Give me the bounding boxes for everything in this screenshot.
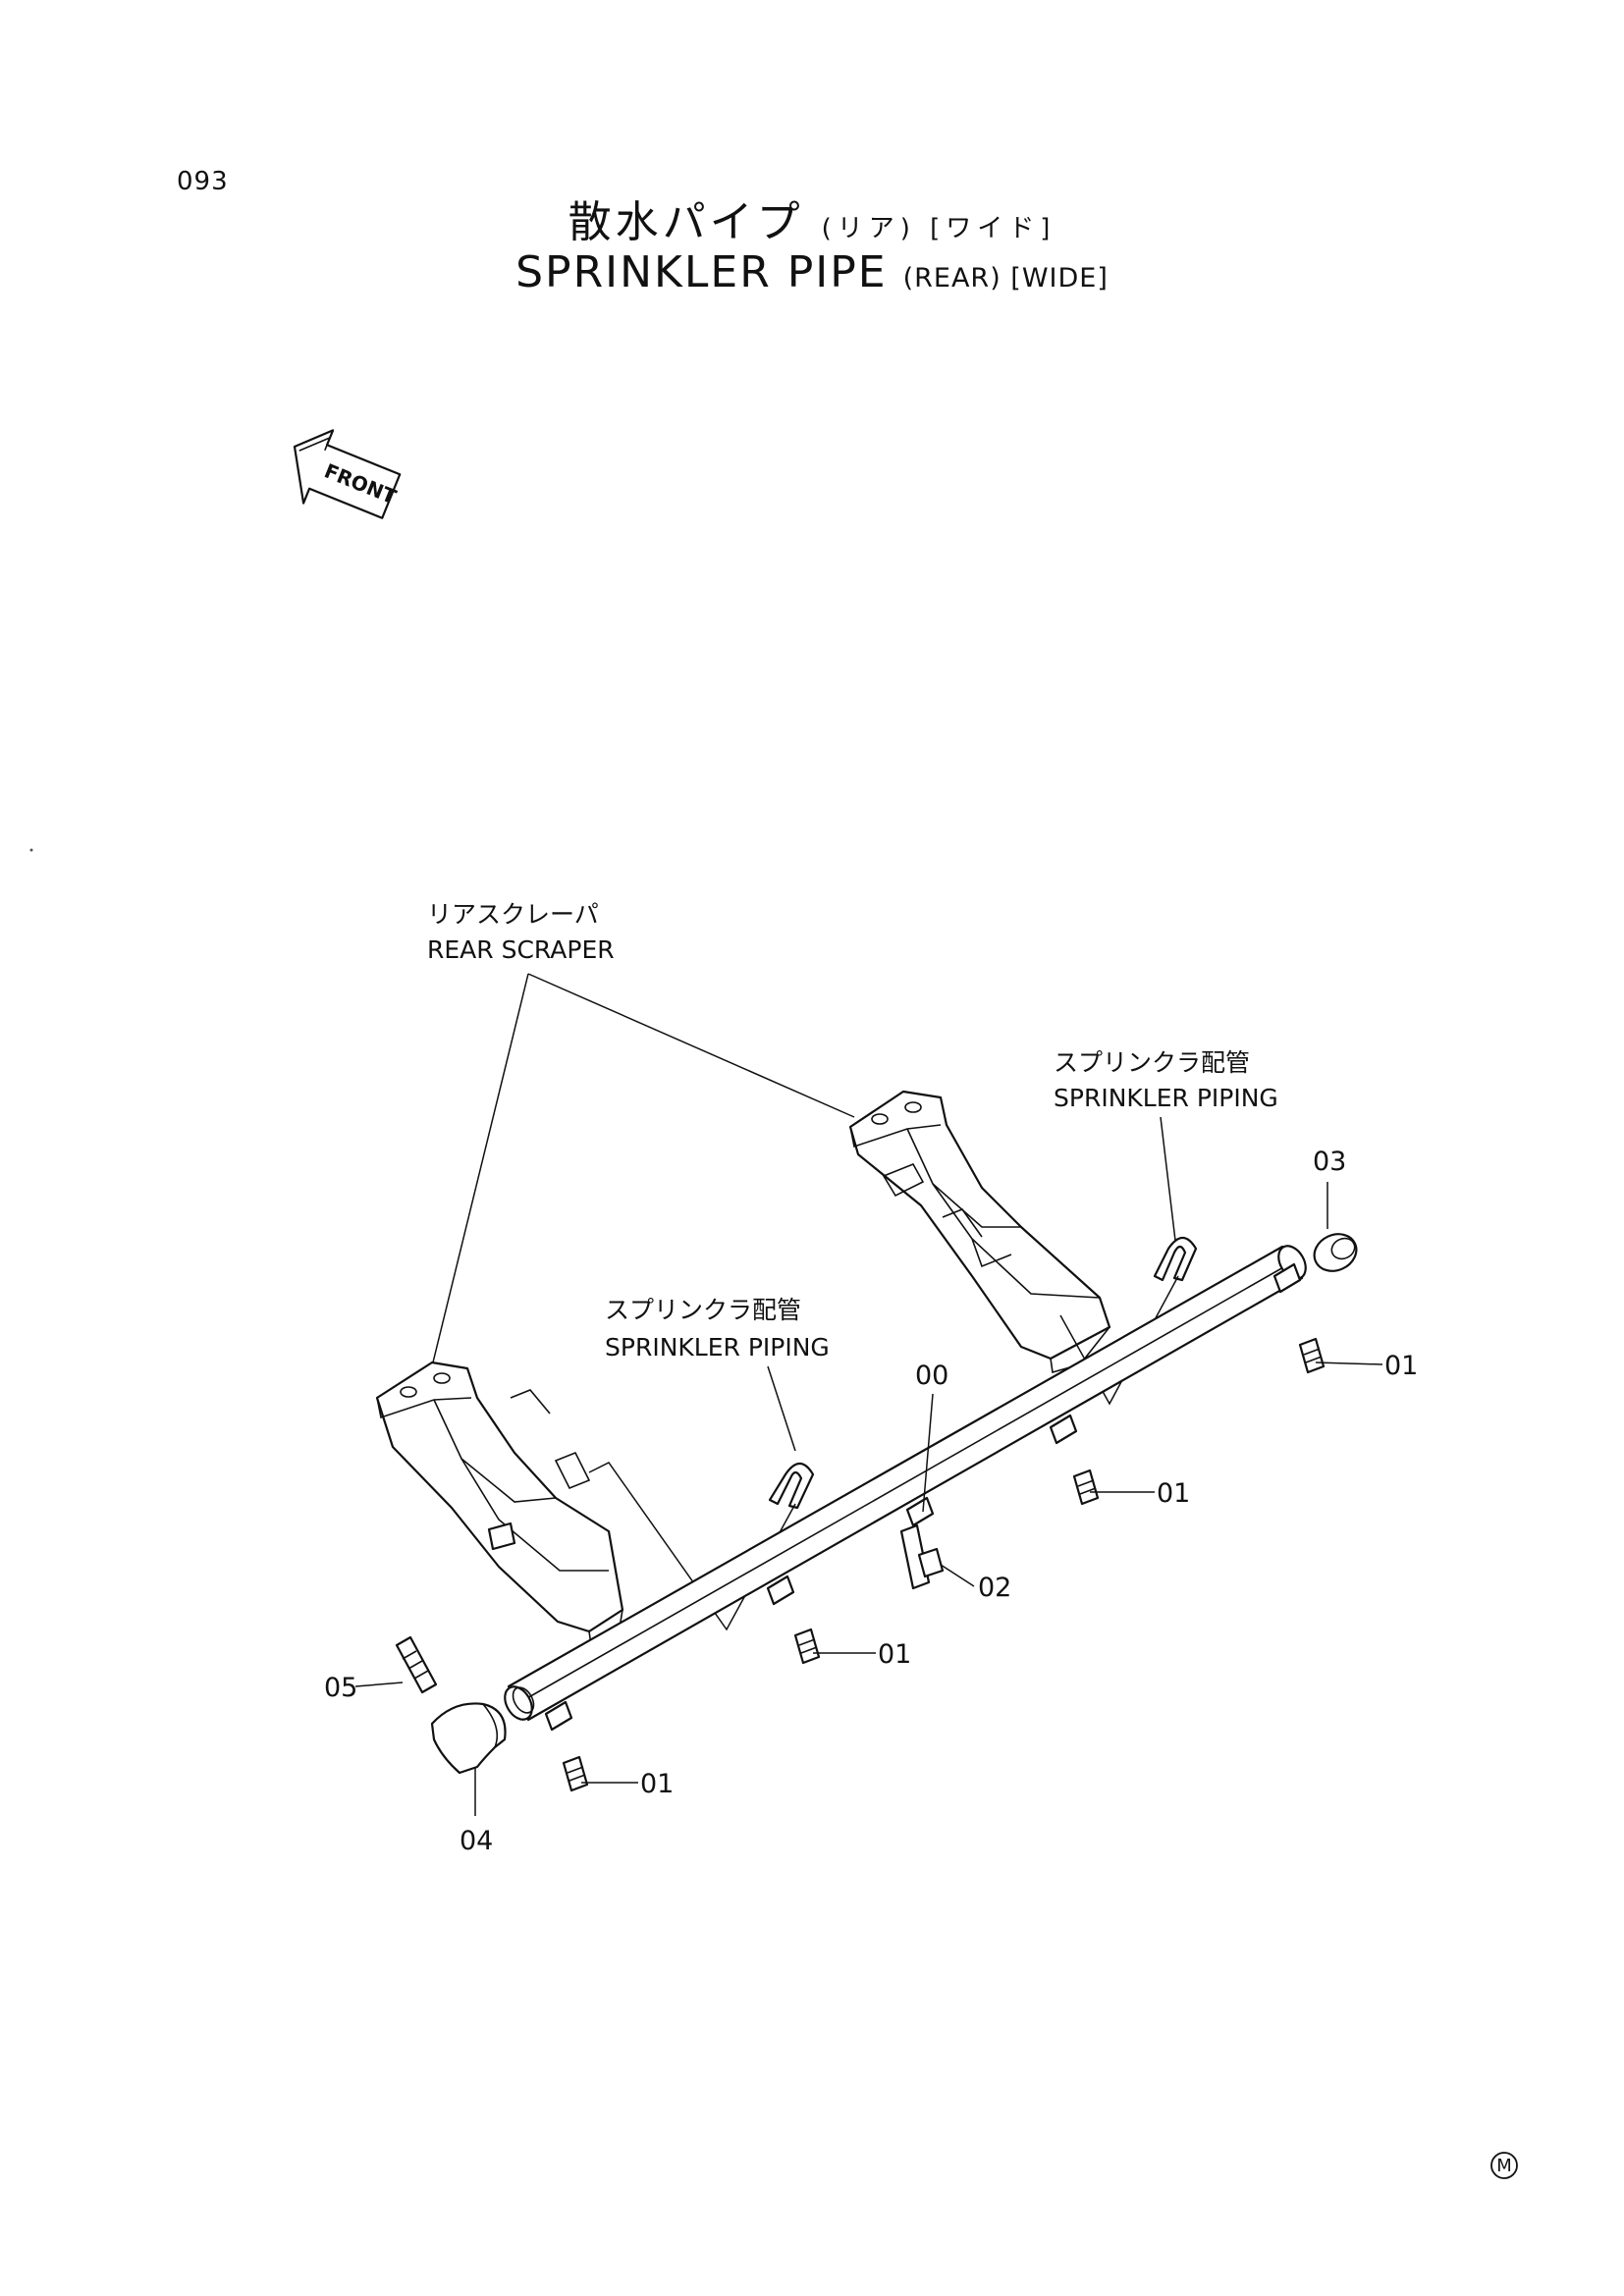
nipple-01-a [1298,1337,1326,1374]
front-arrow-icon: FRONT [293,429,402,519]
corner-mark-letter: M [1496,2156,1512,2176]
circled-m-mark: M [1490,2152,1518,2179]
ref-leader-02 [940,1564,975,1587]
rear-scraper-right [848,1090,1111,1374]
rear-scraper-label-en: REAR SCRAPER [427,935,615,964]
title-jp-sub: (リア) [ワイド] [821,214,1056,243]
page-number: 093 [177,167,229,196]
ref-label-01-d: 01 [640,1769,674,1799]
title-japanese: 散水パイプ (リア) [ワイド] [0,187,1624,249]
ref-label-01-b: 01 [1157,1478,1190,1509]
sprinkler-piping-left-label-jp: スプリンクラ配管 [605,1296,801,1324]
rear-scraper-leader-right [527,973,855,1118]
title-english: SPRINKLER PIPE (REAR) [WIDE] [0,247,1624,297]
elbow-hose-04 [430,1702,507,1775]
sprinkler-piping-left-label-en: SPRINKLER PIPING [605,1333,830,1362]
rear-scraper-leader-left [431,973,529,1367]
piping-left-leader [767,1365,796,1452]
ref-label-01-a: 01 [1384,1351,1418,1381]
rear-scraper-left [375,1361,624,1647]
cap-03 [1313,1233,1358,1272]
scan-speck [29,848,33,852]
sprinkler-piping-right-label-jp: スプリンクラ配管 [1054,1048,1250,1077]
ref-leader-05 [354,1682,404,1687]
ref-label-02: 02 [978,1573,1011,1603]
hose-nipple-05 [395,1635,438,1694]
nipple-01-d [562,1755,589,1792]
tee-fitting-02 [899,1523,945,1590]
sprinkler-piping-hose-left [768,1462,815,1510]
ref-label-05: 05 [324,1673,357,1703]
sprinkler-piping-hose-right [1153,1236,1198,1282]
nipple-01-b [1072,1468,1100,1506]
piping-right-leader [1160,1116,1177,1250]
ref-label-03: 03 [1313,1147,1346,1177]
main-pipe [504,1245,1307,1732]
ref-leader-00 [922,1393,934,1513]
title-en-main: SPRINKLER PIPE [515,247,888,297]
title-en-sub: (REAR) [WIDE] [902,263,1109,294]
ref-leader-01-a [1315,1362,1383,1365]
ref-label-00: 00 [915,1361,948,1391]
sprinkler-piping-right-label-en: SPRINKLER PIPING [1054,1084,1278,1112]
ref-label-04: 04 [460,1826,493,1856]
ref-label-01-c: 01 [878,1639,911,1670]
title-jp-main: 散水パイプ [568,197,804,247]
rear-scraper-label-jp: リアスクレーパ [427,900,599,929]
nipple-01-c [793,1628,821,1665]
